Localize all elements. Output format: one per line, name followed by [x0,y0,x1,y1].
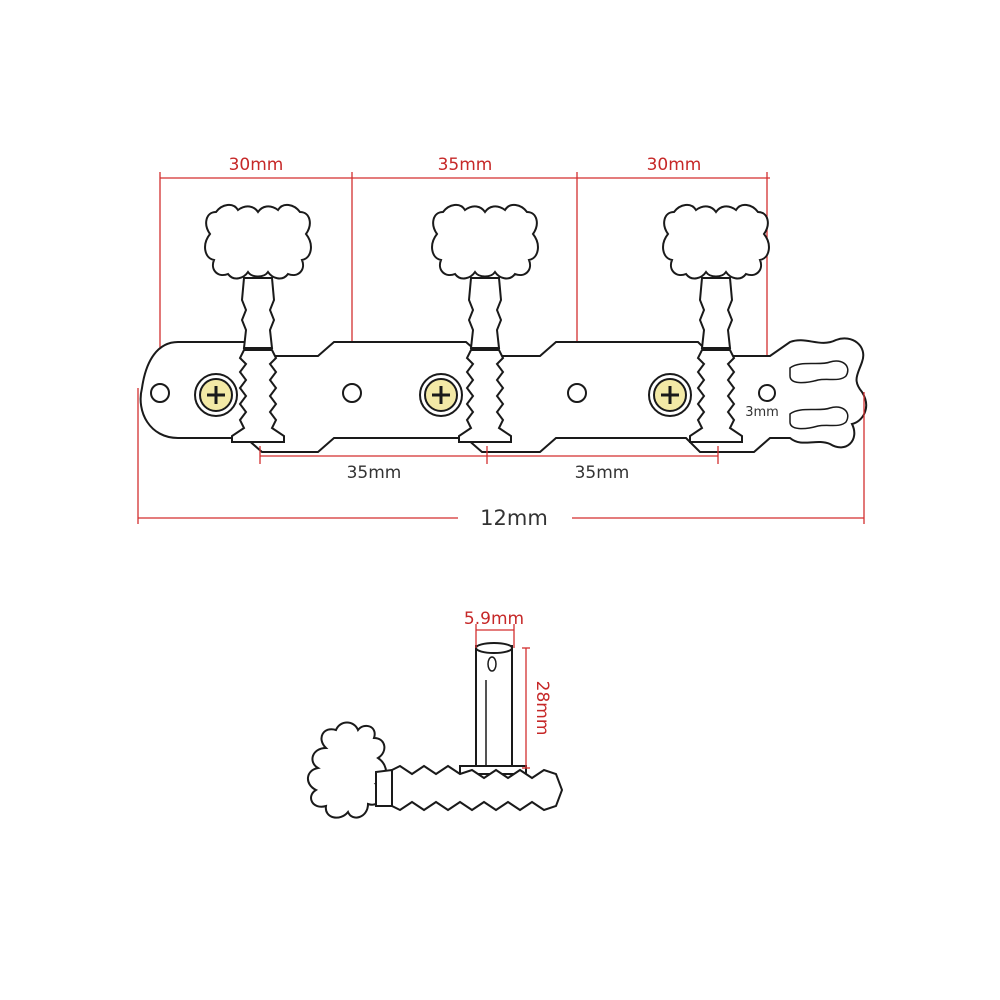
mount-hole-4 [758,384,776,402]
top-dim-label-3: 30mm [647,155,702,175]
tuner-1 [194,203,312,443]
tuner-2 [419,203,539,443]
mount-hole-3 [567,383,587,403]
overall-dimension-group: 12mm [137,388,865,530]
baseplate-outline [139,337,868,453]
worm-shaft [387,764,564,812]
mount-hole-1 [150,383,170,403]
bottom-dim-label-2: 35mm [575,463,630,483]
mount-hole-2 [342,383,362,403]
post-height-label: 28mm [532,681,552,736]
overall-length-label: 12mm [480,506,548,530]
bottom-dim-label-1: 35mm [347,463,402,483]
top-dim-label-1: 30mm [229,155,284,175]
string-post [475,645,513,773]
post-hole [487,656,497,672]
top-dimension-group: 30mm 35mm 30mm [159,155,770,392]
side-dimension-group: 5.9mm 28mm [464,609,552,769]
side-knob [307,721,387,819]
post-width-label: 5.9mm [464,609,524,629]
bottom-dimension-group: 35mm 35mm [259,446,719,483]
top-dim-label-2: 35mm [438,155,493,175]
tuner-3 [648,203,770,443]
side-view [307,642,564,819]
end-slot-decoration [789,360,849,430]
hole-diameter-label: 3mm [745,405,779,420]
